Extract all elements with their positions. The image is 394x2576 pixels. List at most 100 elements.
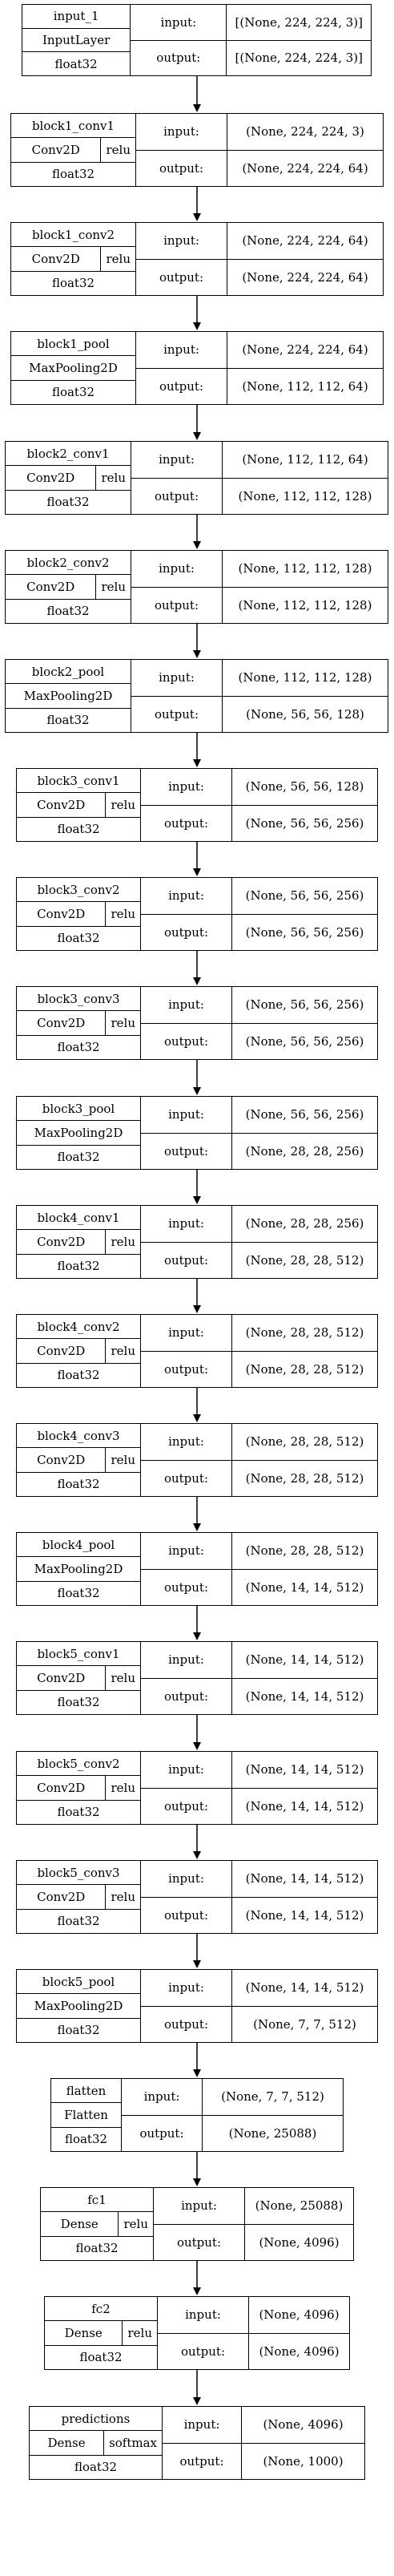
output-label: output: [163,924,209,940]
input-label: input: [141,1533,231,1570]
input-label: input: [141,1861,231,1898]
layer-name: block3_conv2 [17,878,140,903]
layer-activation: relu [105,1666,140,1690]
input-shape: (None, 112, 112, 128) [223,660,388,697]
output-shape: (None, 14, 14, 512) [245,1688,364,1704]
input-label: input: [131,660,222,697]
input-label: input: [131,5,227,41]
layer-name: block4_pool [17,1533,140,1558]
io-labels: input:output: [122,2079,203,2151]
output-shape: (None, 14, 14, 512) [245,1798,364,1814]
layer-activation: relu [95,575,131,599]
input-shape: [(None, 224, 224, 3)] [227,5,371,41]
layer-type: Conv2D [37,1234,86,1249]
arrowhead-icon [193,1632,201,1640]
input-shape: (None, 112, 112, 128) [223,551,388,588]
io-labels: input:output: [136,223,227,295]
io-labels: input:output: [141,1206,232,1278]
layer-dtype: float32 [57,1477,100,1492]
output-label: output: [154,706,199,722]
layer-type: Conv2D [37,1343,86,1358]
shape-values: (None, 56, 56, 128)(None, 56, 56, 256) [232,769,377,841]
output-label: output: [163,1033,209,1049]
layer-activation: relu [105,902,140,926]
arrowhead-icon [193,1196,201,1204]
layer-activation: relu [105,1448,140,1472]
layer-type-row: MaxPooling2D [17,1557,140,1582]
output-label: output: [163,1252,209,1268]
layer-name: block5_conv3 [17,1861,140,1886]
input-label: input: [136,114,227,151]
layer-name: flatten [51,2079,121,2104]
output-label: output: [156,51,201,66]
arrowhead-icon [193,868,201,876]
io-labels: input:output: [141,1970,232,2042]
layer-activation: softmax [103,2431,162,2455]
io-labels: input:output: [154,2188,245,2260]
layer-type: Conv2D [26,579,75,594]
output-shape: (None, 56, 56, 256) [245,815,364,831]
output-shape: (None, 4096) [259,2234,340,2250]
arrowhead-icon [193,977,201,985]
shape-values: (None, 56, 56, 256)(None, 56, 56, 256) [232,878,377,950]
layer-name: block5_pool [17,1970,140,1995]
layer-dtype: float32 [57,1040,100,1055]
arrowhead-icon [193,213,201,221]
arrowhead-icon [193,1742,201,1750]
layer-type-row: Flatten [51,2103,121,2128]
shape-values: [(None, 224, 224, 3)][(None, 224, 224, 3… [227,5,371,75]
layer-type: MaxPooling2D [34,1125,123,1140]
output-shape: (None, 112, 112, 128) [238,597,372,613]
layer-dtype: float32 [64,2132,108,2147]
output-shape: (None, 28, 28, 512) [245,1252,364,1268]
layer-dtype: float32 [79,2350,123,2365]
shape-values: (None, 224, 224, 3)(None, 224, 224, 64) [227,114,383,186]
output-shape: (None, 28, 28, 512) [245,1470,364,1486]
output-label: output: [159,269,204,285]
io-labels: input:output: [141,1861,232,1933]
shape-values: (None, 4096)(None, 1000) [242,2407,364,2479]
output-shape: (None, 25088) [228,2125,317,2141]
io-labels: input:output: [141,1533,232,1605]
output-label: output: [154,488,199,503]
input-label: input: [141,1097,231,1134]
layer-name: block3_conv3 [17,987,140,1012]
output-label: output: [176,2234,222,2250]
layer-type: Conv2D [37,1670,86,1685]
shape-values: (None, 14, 14, 512)(None, 14, 14, 512) [232,1861,377,1933]
layer-dtype: float32 [51,167,95,182]
output-label: output: [163,1798,209,1814]
layer-activation: relu [105,1011,140,1035]
layer-type: Conv2D [31,142,80,157]
layer-name: block1_conv1 [11,114,135,139]
output-label: output: [163,815,209,831]
